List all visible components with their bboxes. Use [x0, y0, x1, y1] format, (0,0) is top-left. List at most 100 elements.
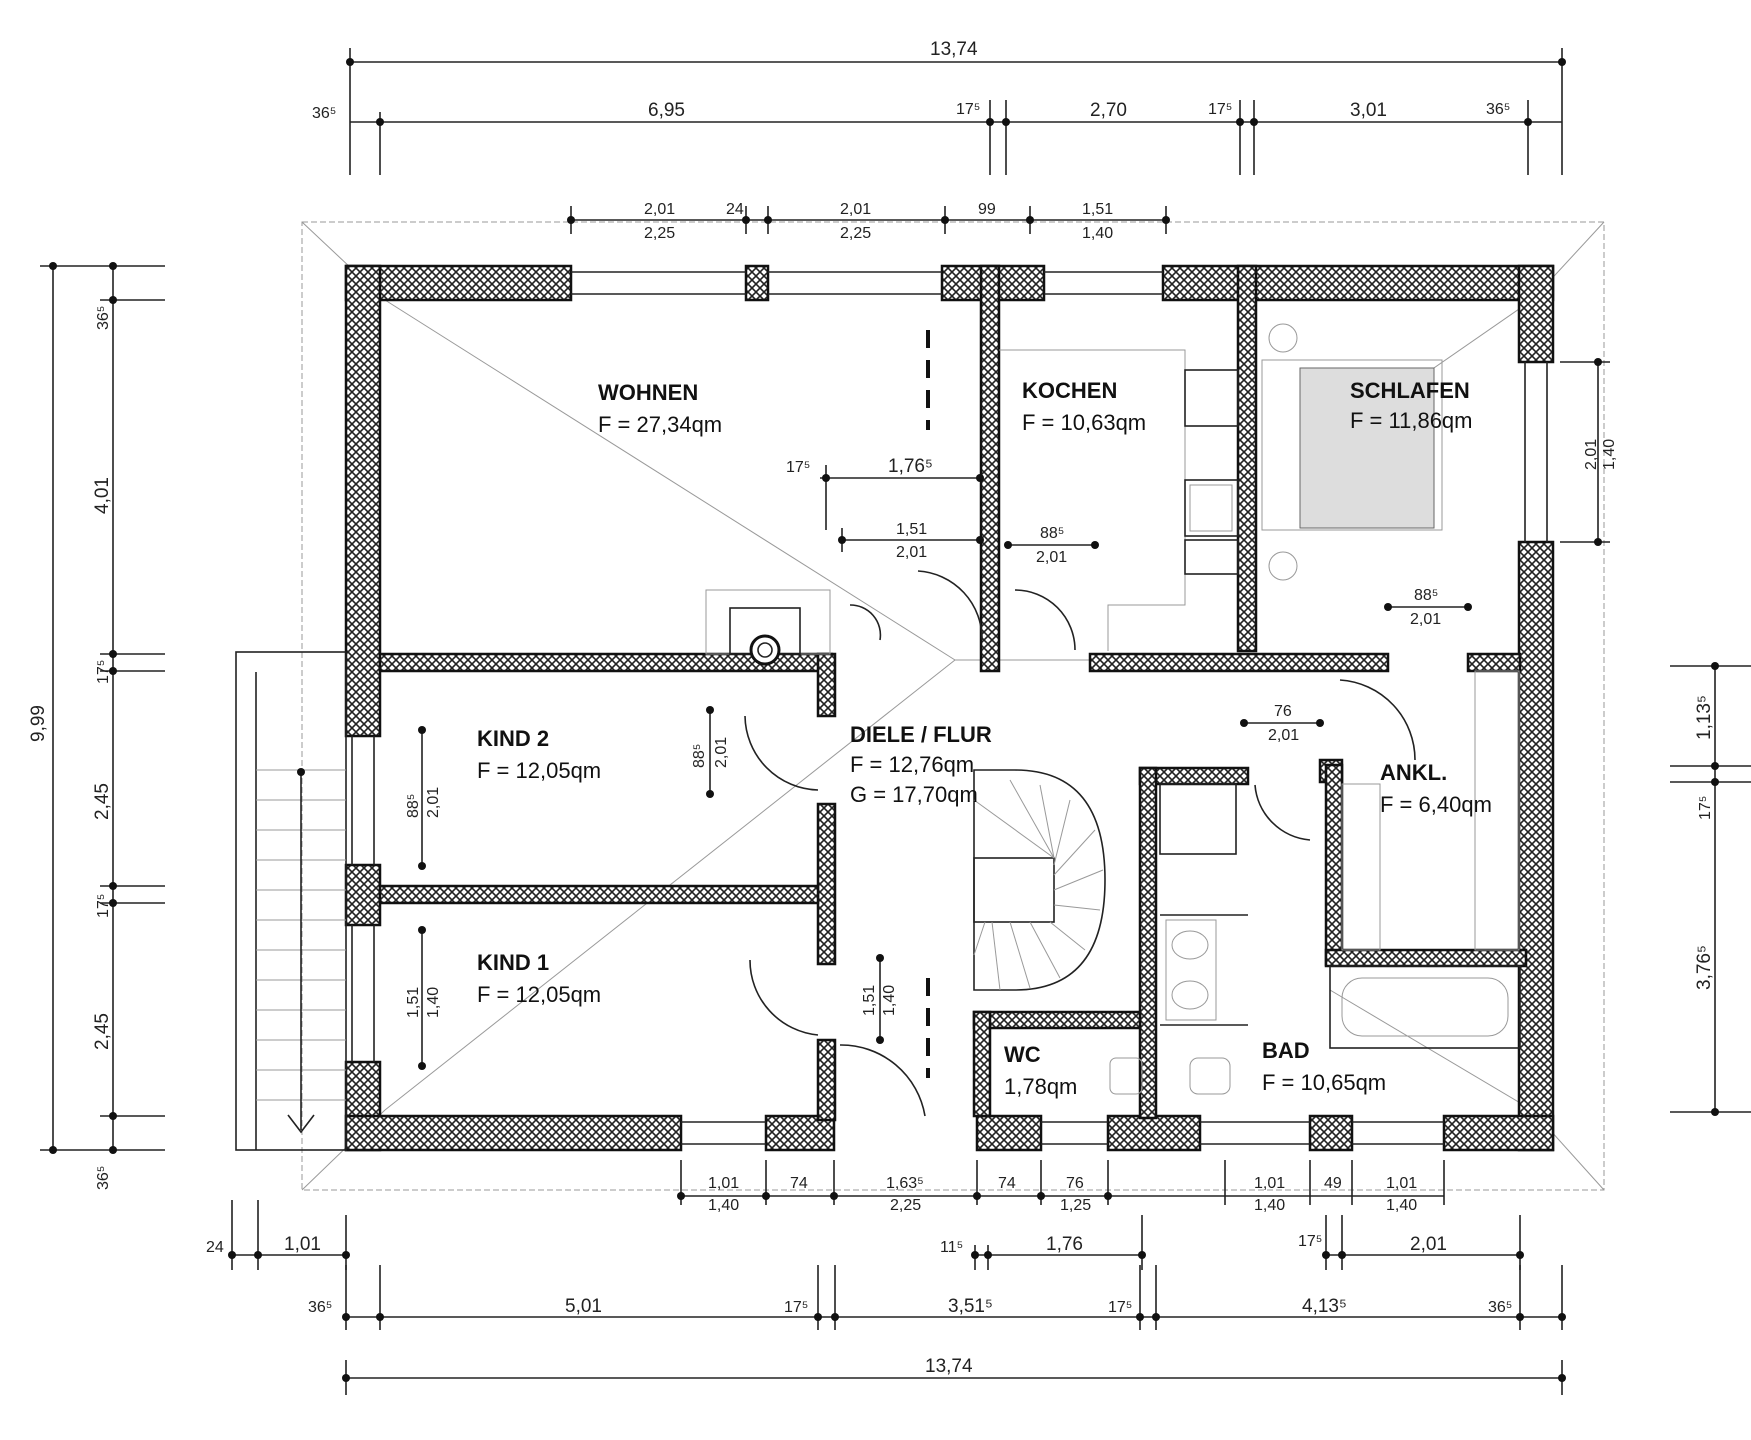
room-schlafen-name: SCHLAFEN — [1350, 378, 1470, 403]
room-kind1-area: F = 12,05qm — [477, 982, 601, 1007]
dim-open-2: 24 — [726, 201, 744, 218]
dim-open-5: 99 — [978, 201, 996, 218]
dim-bot2-2: 11⁵ — [940, 1239, 963, 1256]
kitchen-fixtures — [999, 349, 1239, 651]
dim-bot3-4: 17⁵ — [1108, 1299, 1132, 1316]
exterior-stair — [235, 651, 347, 1151]
bath-fixtures — [1109, 783, 1521, 1095]
dim-left-1: 4,01 — [92, 477, 113, 514]
dim-int-9: 2,01 — [1268, 727, 1299, 744]
dim-bot3-2: 17⁵ — [784, 1299, 808, 1316]
dim-int-8: 76 — [1274, 703, 1292, 720]
dim-top-5: 3,01 — [1350, 100, 1387, 121]
dimension-lines — [40, 48, 1751, 1395]
dim-open-1: 2,25 — [644, 225, 675, 242]
dim-int-7: 2,01 — [1410, 611, 1441, 628]
room-diele-area: F = 12,76qm — [850, 752, 974, 777]
bed — [1261, 323, 1443, 581]
dim-bot-1: 1,40 — [708, 1197, 739, 1214]
room-schlafen-area: F = 11,86qm — [1350, 408, 1473, 433]
dim-bot-6: 76 — [1066, 1175, 1084, 1192]
dim-bot2-3: 1,76 — [1046, 1234, 1083, 1255]
room-wc-name: WC — [1004, 1042, 1041, 1067]
dim-top-3: 2,70 — [1090, 100, 1127, 121]
room-kind2-area: F = 12,05qm — [477, 758, 601, 783]
dim-int-11: 2,01 — [713, 737, 730, 768]
dim-top-6: 36⁵ — [1486, 101, 1510, 118]
room-kochen-area: F = 10,63qm — [1022, 410, 1146, 435]
dim-open-6: 1,51 — [1082, 201, 1113, 218]
room-labels: WOHNEN F = 27,34qm KOCHEN F = 10,63qm SC… — [477, 378, 1492, 1099]
room-ankl-area: F = 6,40qm — [1380, 792, 1492, 817]
windows — [351, 271, 1548, 1145]
dim-bot3-1: 5,01 — [565, 1296, 602, 1317]
dim-open-7: 1,40 — [1082, 225, 1113, 242]
dim-int-17: 1,40 — [425, 987, 442, 1018]
outer-walls — [344, 264, 1555, 1152]
doors — [744, 570, 1416, 1117]
dim-bot3-5: 4,13⁵ — [1302, 1296, 1347, 1317]
dim-top-0: 36⁵ — [312, 105, 336, 122]
room-bad-area: F = 10,65qm — [1262, 1070, 1386, 1095]
dim-left-2: 17⁵ — [95, 660, 112, 684]
dim-bot2-4: 17⁵ — [1298, 1233, 1322, 1250]
dim-int-14: 88⁵ — [405, 794, 422, 818]
room-kind1-name: KIND 1 — [477, 950, 549, 975]
dim-left-3: 2,45 — [92, 783, 113, 820]
dim-int-16: 1,51 — [405, 987, 422, 1018]
dim-open-3: 2,01 — [840, 201, 871, 218]
dim-right-0: 1,13⁵ — [1694, 695, 1715, 740]
chimney — [705, 589, 831, 666]
dim-bot-7: 1,25 — [1060, 1197, 1091, 1214]
dim-bot-11: 1,01 — [1386, 1175, 1417, 1192]
wardrobe — [1341, 670, 1520, 951]
dim-bot3-3: 3,51⁵ — [948, 1296, 993, 1317]
dim-int-6: 88⁵ — [1414, 587, 1438, 604]
dim-int-4: 88⁵ — [1040, 525, 1064, 542]
inner-stair — [973, 769, 1106, 991]
dim-bot-0: 1,01 — [708, 1175, 739, 1192]
dim-left-5: 2,45 — [92, 1013, 113, 1050]
dim-bot-10: 49 — [1324, 1175, 1342, 1192]
dim-bot2-5: 2,01 — [1410, 1234, 1447, 1255]
dim-bot2-0: 24 — [206, 1239, 224, 1256]
dim-bot-12: 1,40 — [1386, 1197, 1417, 1214]
dim-int-5: 2,01 — [1036, 549, 1067, 566]
room-diele-area-2: G = 17,70qm — [850, 782, 978, 807]
room-wc-area: 1,78qm — [1004, 1074, 1077, 1099]
dim-top-total: 13,74 — [930, 39, 978, 60]
dim-int-13: 1,40 — [881, 985, 898, 1016]
room-kind2-name: KIND 2 — [477, 726, 549, 751]
dim-bot-8: 1,01 — [1254, 1175, 1285, 1192]
interior-walls — [378, 264, 1528, 1122]
dim-int-10: 88⁵ — [691, 744, 708, 768]
dim-int-12: 1,51 — [861, 985, 878, 1016]
dim-bot-9: 1,40 — [1254, 1197, 1285, 1214]
room-wohnen-name: WOHNEN — [598, 380, 698, 405]
dim-int-2: 1,51 — [896, 521, 927, 538]
dim-int-15: 2,01 — [425, 787, 442, 818]
dim-bot-4: 2,25 — [890, 1197, 921, 1214]
dim-left-0: 36⁵ — [95, 306, 112, 330]
dim-open-4: 2,25 — [840, 225, 871, 242]
dim-left-6: 36⁵ — [95, 1166, 112, 1190]
dim-bot-3: 1,63⁵ — [886, 1175, 924, 1192]
dim-bot-2: 74 — [790, 1175, 808, 1192]
dim-bottom-total: 13,74 — [925, 1356, 973, 1377]
dim-right-2: 3,76⁵ — [1694, 945, 1715, 990]
dim-left-4: 17⁵ — [95, 894, 112, 918]
dim-int-1: 1,76⁵ — [888, 456, 933, 477]
dim-top-1: 6,95 — [648, 100, 685, 121]
dim-right-1: 17⁵ — [1697, 796, 1714, 820]
dimension-texts: 13,74 36⁵ 6,95 17⁵ 2,70 17⁵ 3,01 36⁵ 2,0… — [28, 39, 1715, 1377]
room-bad-name: BAD — [1262, 1038, 1310, 1063]
dim-open-0: 2,01 — [644, 201, 675, 218]
dim-right-win-0: 2,01 — [1583, 439, 1600, 470]
roof-outline — [301, 221, 1605, 1191]
dim-int-3: 2,01 — [896, 544, 927, 561]
room-wohnen-area: F = 27,34qm — [598, 412, 722, 437]
dim-bot3-6: 36⁵ — [1488, 1299, 1512, 1316]
dim-top-2: 17⁵ — [956, 101, 980, 118]
room-diele-name: DIELE / FLUR — [850, 722, 992, 747]
